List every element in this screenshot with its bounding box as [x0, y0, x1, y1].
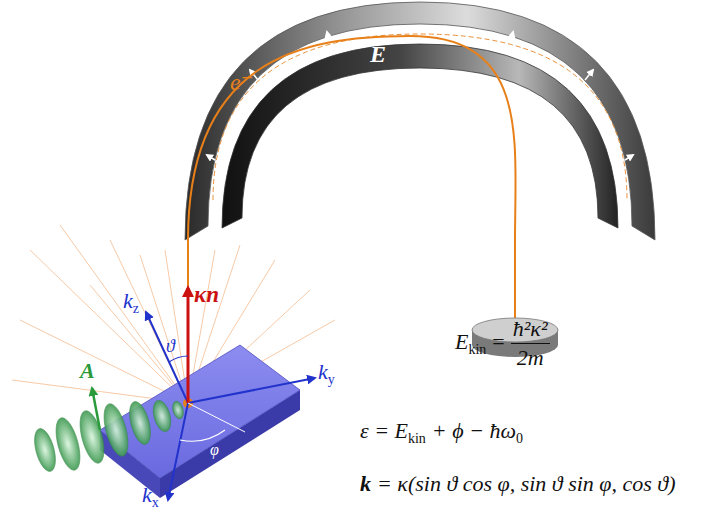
numerator: ħ²κ²: [511, 318, 550, 344]
axis-subscript: y: [328, 372, 335, 387]
symbol: E: [455, 329, 468, 354]
vector-symbol: k: [360, 471, 371, 496]
polar-angle-label: ϑ: [166, 337, 175, 355]
equals: =: [492, 329, 504, 354]
axis-label: kz: [123, 290, 139, 316]
axis-letter: k: [142, 482, 152, 507]
denominator: 2m: [511, 344, 550, 369]
wavevector-label: κn: [194, 283, 219, 306]
axis-label: ky: [318, 361, 335, 387]
axis-letter: k: [123, 288, 133, 313]
fraction: ħ²κ²2m: [511, 318, 550, 369]
vector-potential-label: A: [80, 360, 95, 382]
axis-subscript: x: [152, 495, 159, 510]
equation-part: ε = E: [360, 418, 408, 443]
azimuth-label: φ: [210, 442, 219, 458]
equation-part: + ϕ − ħω: [432, 418, 516, 443]
axis-label: kx: [142, 484, 159, 510]
electron-label: e⁻: [230, 70, 253, 94]
momentum-equation: k= κ(sin ϑ cos φ, sin ϑ sin φ, cos ϑ): [360, 473, 675, 495]
axis-subscript: z: [133, 301, 139, 316]
subscript: 0: [516, 431, 523, 446]
binding-energy-equation: ε = Ekin + ϕ − ħω0: [360, 420, 523, 446]
kinetic-energy-equation: Ekin = ħ²κ²2m: [455, 318, 554, 369]
field-label: E: [370, 42, 386, 66]
subscript: kin: [408, 431, 426, 446]
axis-letter: k: [318, 359, 328, 384]
equation-part: = κ(sin ϑ cos φ, sin ϑ sin φ, cos ϑ): [377, 471, 675, 496]
subscript: kin: [468, 342, 486, 357]
